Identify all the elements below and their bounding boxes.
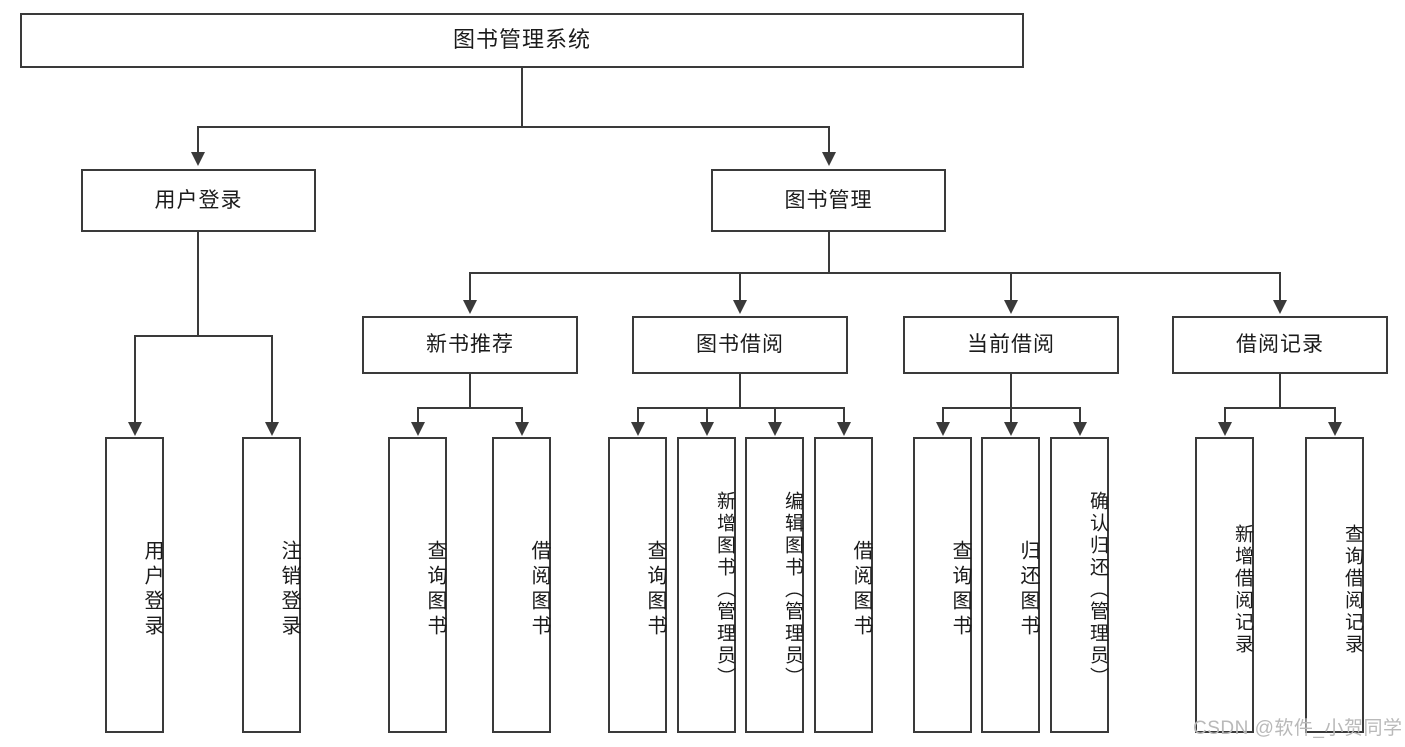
connector-user-login-stem — [197, 232, 199, 335]
connector-nb-leaf1 — [417, 407, 419, 422]
arrow-br-leaf2 — [1328, 422, 1342, 436]
connector-nb-leaf2 — [521, 407, 523, 422]
connector-bm-to-current-borrow — [1010, 272, 1012, 300]
connector-bm-to-book-borrow — [739, 272, 741, 300]
connector-bb-leaf2 — [706, 407, 708, 422]
arrow-cb-leaf1 — [936, 422, 950, 436]
node-book-borrow[interactable]: 图书借阅 — [632, 316, 848, 374]
node-borrow-record[interactable]: 借阅记录 — [1172, 316, 1388, 374]
connector-current-borrow-stem — [1010, 374, 1012, 407]
leaf-new-book-borrow[interactable]: 借阅图书 — [492, 437, 551, 733]
node-new-book-recommend[interactable]: 新书推荐 — [362, 316, 578, 374]
arrow-bb-leaf3 — [768, 422, 782, 436]
connector-bb-leaf3 — [774, 407, 776, 422]
connector-book-mgmt-bus — [469, 272, 1280, 274]
leaf-book-borrow-borrow[interactable]: 借阅图书 — [814, 437, 873, 733]
arrow-cb-leaf2 — [1004, 422, 1018, 436]
leaf-book-borrow-edit[interactable]: 编辑图书（管理员） — [745, 437, 804, 733]
connector-book-borrow-bus — [637, 407, 843, 409]
leaf-borrow-record-add[interactable]: 新增借阅记录 — [1195, 437, 1254, 733]
arrow-bb-leaf2 — [700, 422, 714, 436]
connector-br-leaf2 — [1334, 407, 1336, 422]
connector-bm-to-new-book — [469, 272, 471, 300]
connector-new-book-stem — [469, 374, 471, 407]
connector-book-mgmt-stem — [828, 232, 830, 272]
node-user-login[interactable]: 用户登录 — [81, 169, 316, 232]
connector-borrow-record-stem — [1279, 374, 1281, 407]
leaf-current-borrow-return[interactable]: 归还图书 — [981, 437, 1040, 733]
connector-user-login-leaf1 — [134, 335, 136, 422]
arrow-bm-to-book-borrow — [733, 300, 747, 314]
connector-root-to-user-login — [197, 126, 199, 152]
connector-cb-leaf2 — [1010, 407, 1012, 422]
arrow-bb-leaf4 — [837, 422, 851, 436]
connector-book-borrow-stem — [739, 374, 741, 407]
arrow-bm-to-current-borrow — [1004, 300, 1018, 314]
node-book-management[interactable]: 图书管理 — [711, 169, 946, 232]
node-root-system[interactable]: 图书管理系统 — [20, 13, 1024, 68]
leaf-new-book-query[interactable]: 查询图书 — [388, 437, 447, 733]
arrow-nb-leaf2 — [515, 422, 529, 436]
leaf-current-borrow-confirm-return[interactable]: 确认归还（管理员） — [1050, 437, 1109, 733]
arrow-user-login-leaf2 — [265, 422, 279, 436]
arrow-cb-leaf3 — [1073, 422, 1087, 436]
connector-root-to-book-mgmt — [828, 126, 830, 152]
leaf-book-borrow-add[interactable]: 新增图书（管理员） — [677, 437, 736, 733]
connector-br-leaf1 — [1224, 407, 1226, 422]
connector-user-login-bus — [134, 335, 273, 337]
arrow-root-to-book-mgmt — [822, 152, 836, 166]
connector-cb-leaf1 — [942, 407, 944, 422]
leaf-book-borrow-query[interactable]: 查询图书 — [608, 437, 667, 733]
connector-user-login-leaf2 — [271, 335, 273, 422]
connector-new-book-bus — [417, 407, 522, 409]
connector-root-stem — [521, 68, 523, 126]
node-current-borrow[interactable]: 当前借阅 — [903, 316, 1119, 374]
arrow-bm-to-borrow-record — [1273, 300, 1287, 314]
arrow-br-leaf1 — [1218, 422, 1232, 436]
arrow-bb-leaf1 — [631, 422, 645, 436]
arrow-user-login-leaf1 — [128, 422, 142, 436]
leaf-user-login-login[interactable]: 用户登录 — [105, 437, 164, 733]
connector-bb-leaf4 — [843, 407, 845, 422]
arrow-nb-leaf1 — [411, 422, 425, 436]
connector-borrow-record-bus — [1224, 407, 1335, 409]
connector-root-bus — [197, 126, 829, 128]
leaf-borrow-record-query[interactable]: 查询借阅记录 — [1305, 437, 1364, 733]
connector-bm-to-borrow-record — [1279, 272, 1281, 300]
arrow-bm-to-new-book — [463, 300, 477, 314]
connector-bb-leaf1 — [637, 407, 639, 422]
connector-cb-leaf3 — [1079, 407, 1081, 422]
leaf-current-borrow-query[interactable]: 查询图书 — [913, 437, 972, 733]
leaf-user-login-logout[interactable]: 注销登录 — [242, 437, 301, 733]
arrow-root-to-user-login — [191, 152, 205, 166]
